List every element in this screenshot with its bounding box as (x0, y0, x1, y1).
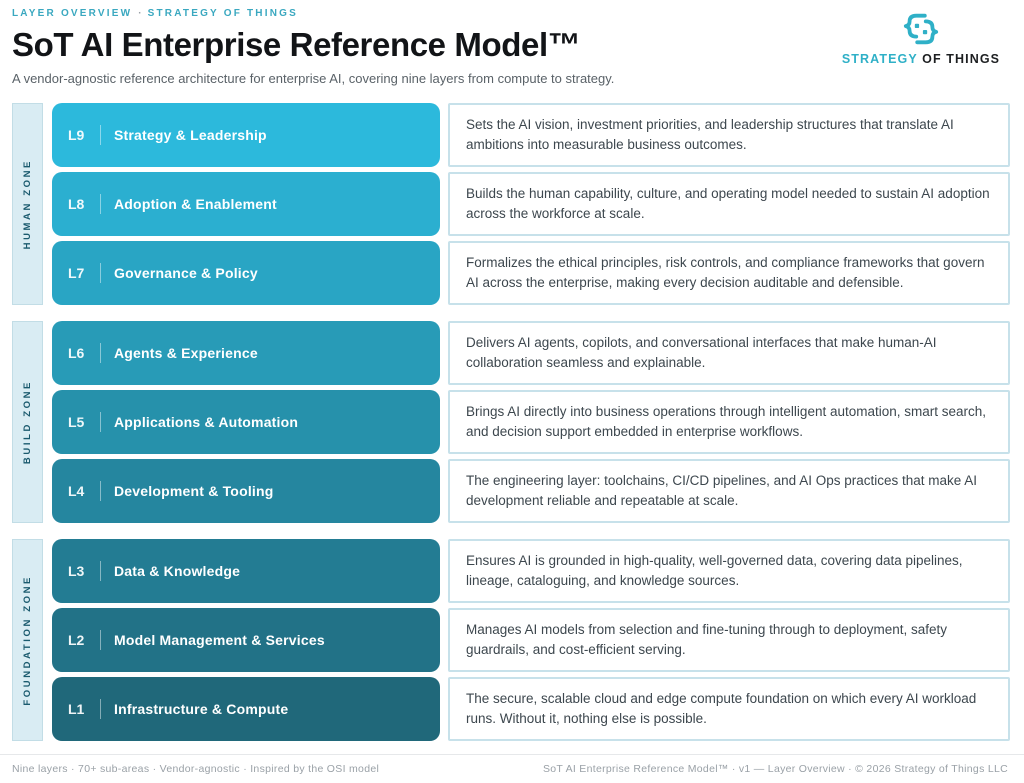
layer-row: L2 Model Management & Services Manages A… (52, 608, 1010, 672)
footer-right-text: SoT AI Enterprise Reference Model™ · v1 … (542, 763, 1008, 775)
layer-id: L8 (68, 196, 85, 212)
layer-row: L4 Development & Tooling The engineering… (52, 459, 1010, 523)
layer-bar: L8 Adoption & Enablement (52, 172, 440, 236)
page-header: LAYER OVERVIEW · STRATEGY OF THINGS SoT AI… (12, 8, 614, 86)
zone-group: HUMAN ZONE L9 Strategy & Leadership Sets… (12, 103, 1010, 305)
layer-divider (100, 699, 101, 719)
layer-row: L9 Strategy & Leadership Sets the AI vis… (52, 103, 1010, 167)
layer-name: Adoption & Enablement (114, 196, 277, 212)
layer-bar: L7 Governance & Policy (52, 241, 440, 305)
brand-logo: STRATEGY OF THINGS (836, 10, 1006, 66)
layer-name: Agents & Experience (114, 345, 258, 361)
layer-id: L4 (68, 483, 85, 499)
brand-wordmark: STRATEGY OF THINGS (836, 52, 1006, 66)
layer-row: L8 Adoption & Enablement Builds the huma… (52, 172, 1010, 236)
page-footer: Nine layers · 70+ sub-areas · Vendor-agn… (0, 754, 1024, 775)
layer-bar: L2 Model Management & Services (52, 608, 440, 672)
page-subtitle: A vendor-agnostic reference architecture… (12, 71, 615, 86)
zone-rows: L3 Data & Knowledge Ensures AI is ground… (52, 539, 1010, 741)
footer-left-text: Nine layers · 70+ sub-areas · Vendor-agn… (12, 763, 380, 775)
layer-bar: L5 Applications & Automation (52, 390, 440, 454)
layer-description-box: Ensures AI is grounded in high-quality, … (448, 539, 1010, 603)
layer-divider (100, 630, 101, 650)
layer-name: Data & Knowledge (114, 563, 241, 579)
layer-description-text: Brings AI directly into business operati… (466, 404, 987, 439)
layer-bar: L3 Data & Knowledge (52, 539, 440, 603)
interlocking-braces-icon (903, 13, 939, 45)
layer-name: Development & Tooling (114, 483, 274, 499)
layer-description-text: Sets the AI vision, investment prioritie… (466, 117, 954, 152)
layer-row: L1 Infrastructure & Compute The secure, … (52, 677, 1010, 741)
zone-label: FOUNDATION ZONE (12, 539, 43, 741)
layer-description-box: The secure, scalable cloud and edge comp… (448, 677, 1010, 741)
layer-divider (100, 481, 101, 501)
brand-word-primary: STRATEGY (841, 52, 918, 66)
page-title: SoT AI Enterprise Reference Model™ (12, 26, 581, 63)
layer-id: L1 (68, 701, 85, 717)
layers-board: HUMAN ZONE L9 Strategy & Leadership Sets… (12, 103, 1010, 741)
layer-bar: L9 Strategy & Leadership (52, 103, 440, 167)
breadcrumb-right: STRATEGY OF THINGS (147, 8, 298, 19)
brand-word-secondary: OF THINGS (922, 52, 1001, 66)
layer-divider (100, 412, 101, 432)
layer-description-text: Manages AI models from selection and fin… (466, 622, 948, 657)
layer-description-text: Delivers AI agents, copilots, and conver… (466, 335, 937, 370)
layer-bar: L4 Development & Tooling (52, 459, 440, 523)
zone-label: BUILD ZONE (12, 321, 43, 523)
layer-divider (100, 194, 101, 214)
layer-name: Infrastructure & Compute (114, 701, 289, 717)
layer-divider (100, 343, 101, 363)
layer-name: Governance & Policy (114, 265, 258, 281)
zone-rows: L9 Strategy & Leadership Sets the AI vis… (52, 103, 1010, 305)
layer-divider (100, 125, 101, 145)
zone-label: HUMAN ZONE (12, 103, 43, 305)
layer-id: L7 (68, 265, 85, 281)
layer-id: L9 (68, 127, 85, 143)
zone-group: FOUNDATION ZONE L3 Data & Knowledge Ensu… (12, 539, 1010, 741)
layer-row: L5 Applications & Automation Brings AI d… (52, 390, 1010, 454)
layer-description-box: Builds the human capability, culture, an… (448, 172, 1010, 236)
layer-description-text: Formalizes the ethical principles, risk … (466, 255, 985, 290)
breadcrumb-separator: · (138, 8, 142, 19)
layer-bar: L1 Infrastructure & Compute (52, 677, 440, 741)
layer-bar: L6 Agents & Experience (52, 321, 440, 385)
layer-name: Strategy & Leadership (114, 127, 267, 143)
layer-id: L3 (68, 563, 85, 579)
zone-label-text: FOUNDATION ZONE (22, 574, 33, 706)
layer-description-box: Formalizes the ethical principles, risk … (448, 241, 1010, 305)
layer-description-box: Manages AI models from selection and fin… (448, 608, 1010, 672)
breadcrumb-left: LAYER OVERVIEW (12, 8, 133, 19)
layer-id: L2 (68, 632, 85, 648)
layer-id: L5 (68, 414, 85, 430)
layer-row: L6 Agents & Experience Delivers AI agent… (52, 321, 1010, 385)
zone-rows: L6 Agents & Experience Delivers AI agent… (52, 321, 1010, 523)
zone-group: BUILD ZONE L6 Agents & Experience Delive… (12, 321, 1010, 523)
layer-description-box: The engineering layer: toolchains, CI/CD… (448, 459, 1010, 523)
layer-row: L7 Governance & Policy Formalizes the et… (52, 241, 1010, 305)
layer-name: Model Management & Services (114, 632, 325, 648)
zone-label-text: HUMAN ZONE (22, 158, 33, 250)
layer-description-box: Sets the AI vision, investment prioritie… (448, 103, 1010, 167)
layer-divider (100, 561, 101, 581)
layer-description-text: The secure, scalable cloud and edge comp… (466, 691, 977, 726)
zone-label-text: BUILD ZONE (22, 379, 33, 465)
layer-id: L6 (68, 345, 85, 361)
layer-row: L3 Data & Knowledge Ensures AI is ground… (52, 539, 1010, 603)
layer-divider (100, 263, 101, 283)
layer-description-text: The engineering layer: toolchains, CI/CD… (466, 473, 978, 508)
layer-description-text: Builds the human capability, culture, an… (466, 186, 990, 221)
layer-description-text: Ensures AI is grounded in high-quality, … (466, 553, 963, 588)
layer-name: Applications & Automation (114, 414, 299, 430)
breadcrumb: LAYER OVERVIEW · STRATEGY OF THINGS (12, 8, 614, 19)
layer-description-box: Delivers AI agents, copilots, and conver… (448, 321, 1010, 385)
layer-description-box: Brings AI directly into business operati… (448, 390, 1010, 454)
